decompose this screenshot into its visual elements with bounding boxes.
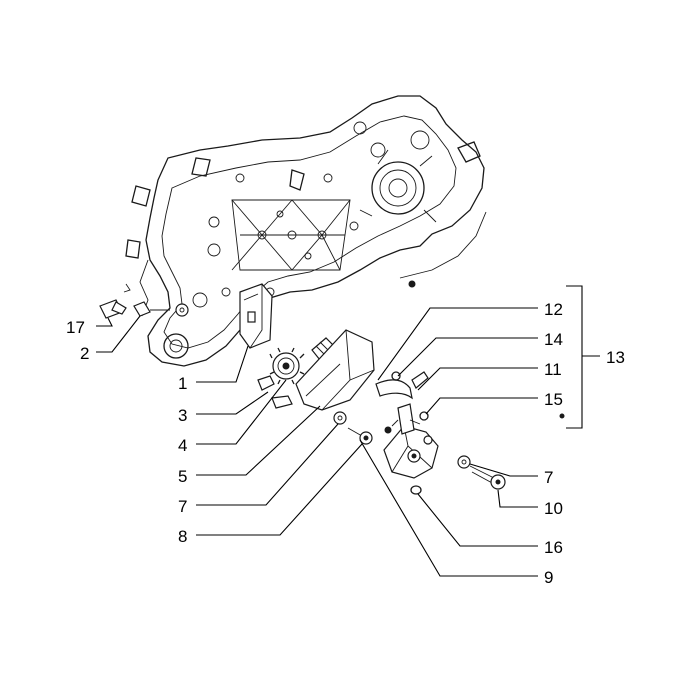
- part-8-bolt: [347, 427, 373, 445]
- callout-labels: 17 2 1 3 4 5 7 8 12 14 11 15 13 7 10 16 …: [66, 300, 625, 587]
- callout-14: 14: [544, 330, 563, 349]
- callout-11: 11: [544, 360, 562, 379]
- callout-7-left: 7: [178, 497, 187, 516]
- callout-10: 10: [544, 499, 563, 518]
- part-5-bracket: [295, 329, 375, 411]
- leader-lines: [96, 285, 600, 577]
- callout-12: 12: [544, 300, 563, 319]
- part-9-oil-pump: [383, 403, 439, 479]
- callout-5: 5: [178, 467, 187, 486]
- part-10-bolt: [469, 465, 506, 490]
- part-4-clips: [257, 375, 293, 409]
- callout-17: 17: [66, 318, 85, 337]
- part-1-filter: [239, 283, 273, 349]
- part-2-nipple: [133, 301, 170, 317]
- callout-4: 4: [178, 436, 187, 455]
- part-15-clip: [419, 411, 429, 421]
- callout-7-right: 7: [544, 468, 553, 487]
- callout-9: 9: [544, 568, 553, 587]
- callout-13: 13: [606, 348, 625, 367]
- part-16-oring: [410, 485, 422, 495]
- part-14-clip: [391, 371, 401, 381]
- part-7-washer-left: [333, 411, 347, 425]
- casing-fitting: [175, 303, 189, 317]
- callout-3: 3: [178, 406, 187, 425]
- callout-15: 15: [544, 390, 563, 409]
- crankcase: [123, 95, 487, 367]
- callout-8: 8: [178, 527, 187, 546]
- part-17-fitting: [99, 299, 127, 319]
- part-11-hose: [375, 371, 429, 400]
- callout-2: 2: [80, 344, 89, 363]
- callout-1: 1: [178, 374, 187, 393]
- callout-16: 16: [544, 538, 563, 557]
- part-7-washer-right: [457, 455, 471, 469]
- part-3-gear: [269, 347, 305, 385]
